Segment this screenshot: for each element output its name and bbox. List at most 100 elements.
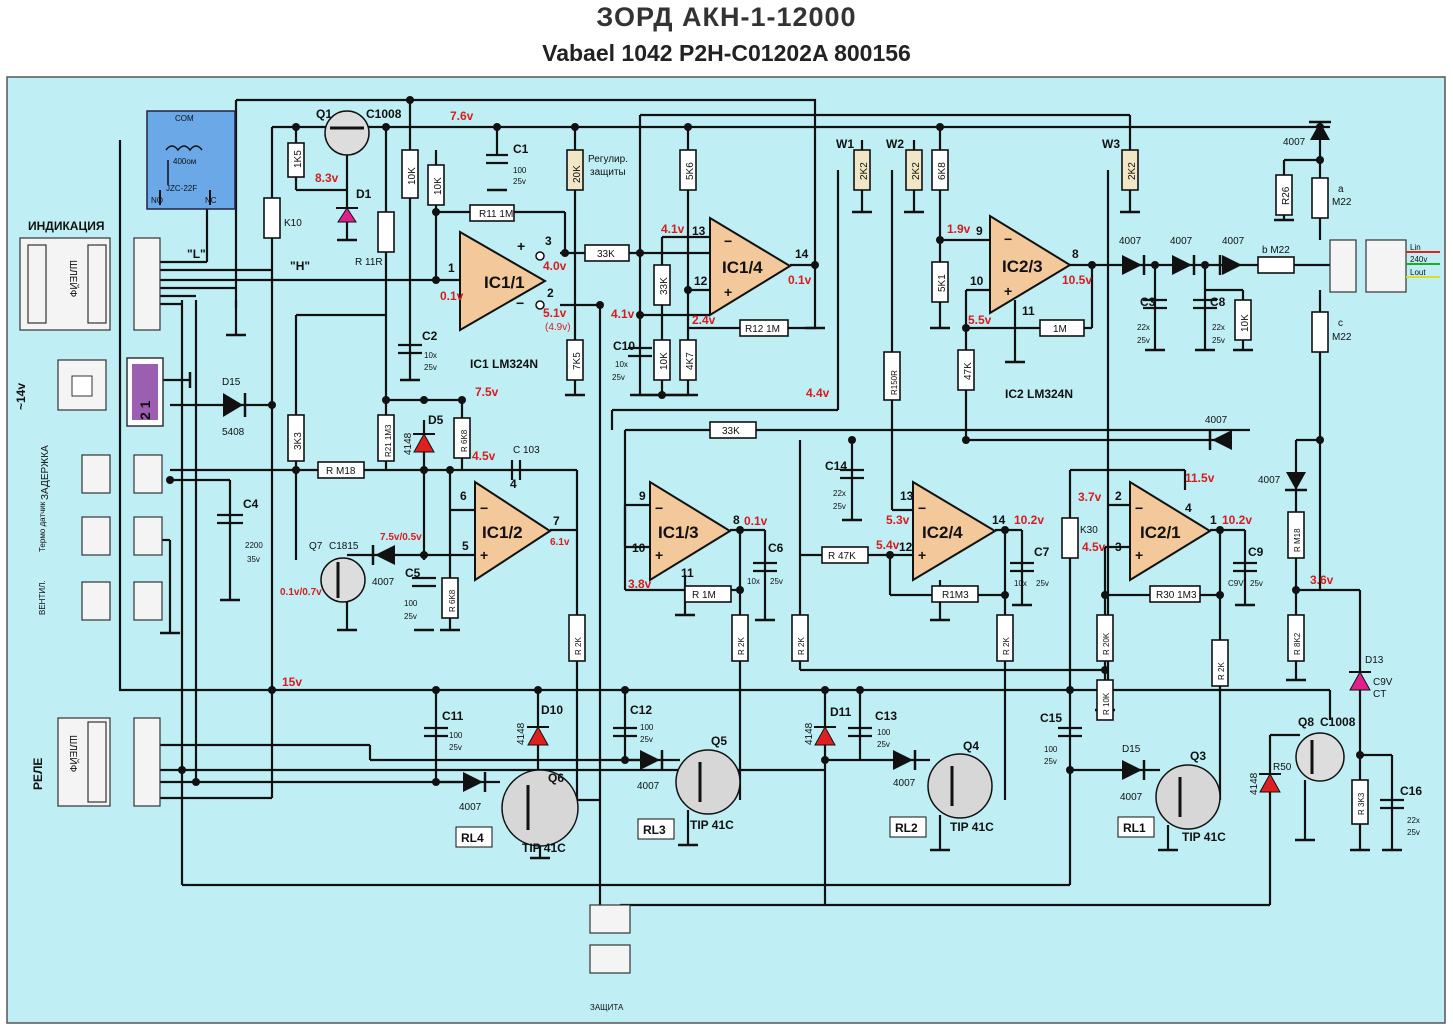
- svg-text:4007: 4007: [1205, 415, 1228, 426]
- svg-text:8: 8: [733, 513, 740, 527]
- svg-text:C5: C5: [405, 566, 421, 580]
- svg-text:TIP 41C: TIP 41C: [1182, 830, 1226, 844]
- svg-text:4.4v: 4.4v: [806, 386, 830, 400]
- connector-fan: ВЕНТИЛ.: [38, 580, 163, 621]
- svg-text:R12 1M: R12 1M: [745, 324, 780, 335]
- svg-text:R1M3: R1M3: [942, 590, 969, 601]
- opamp-ic2-3: IC2/3 −+: [989, 214, 1072, 315]
- svg-text:W2: W2: [886, 137, 904, 151]
- svg-text:4148: 4148: [516, 722, 527, 745]
- svg-text:1.9v: 1.9v: [947, 222, 971, 236]
- svg-text:D5: D5: [428, 413, 444, 427]
- rl2-label: RL2: [895, 821, 918, 835]
- svg-text:M22: M22: [1332, 197, 1352, 208]
- svg-text:R 2K: R 2K: [737, 637, 746, 655]
- svg-text:0.1v: 0.1v: [788, 273, 812, 287]
- svg-text:33K: 33K: [659, 277, 670, 295]
- opamp-ic1-3: IC1/3 −+: [649, 480, 732, 582]
- svg-text:C7: C7: [1034, 545, 1050, 559]
- svg-text:C11: C11: [442, 709, 464, 723]
- svg-text:25v: 25v: [612, 373, 625, 382]
- board-background: [6, 76, 1446, 1024]
- svg-text:10: 10: [632, 541, 646, 555]
- opamp-label: IC1/2: [482, 523, 523, 542]
- title-block: ЗОРД АКН-1-12000 Vabael 1042 P2H-C01202A…: [0, 0, 1453, 76]
- svg-text:10.2v: 10.2v: [1222, 513, 1252, 527]
- svg-text:4: 4: [510, 477, 517, 491]
- svg-text:11: 11: [681, 566, 694, 580]
- svg-text:4.0v: 4.0v: [543, 259, 567, 273]
- input-lout: Lout: [1410, 268, 1426, 277]
- page-title: ЗОРД АКН-1-12000: [596, 2, 857, 32]
- svg-text:R M18: R M18: [1293, 528, 1302, 552]
- svg-text:5K6: 5K6: [685, 162, 696, 180]
- svg-text:22x: 22x: [1212, 323, 1225, 332]
- svg-text:Q3: Q3: [1190, 749, 1206, 763]
- relay-no: NO: [151, 196, 163, 205]
- svg-text:3.6v: 3.6v: [1310, 573, 1334, 587]
- svg-text:10x: 10x: [615, 360, 628, 369]
- svg-text:100: 100: [513, 166, 527, 175]
- svg-text:7.5v/0.5v: 7.5v/0.5v: [380, 532, 422, 543]
- svg-text:IC2 LM324N: IC2 LM324N: [1005, 387, 1073, 401]
- svg-text:D15: D15: [222, 377, 241, 388]
- svg-text:10.5v: 10.5v: [1062, 273, 1092, 287]
- svg-text:8.3v: 8.3v: [315, 171, 339, 185]
- svg-text:47K: 47K: [963, 362, 974, 380]
- rl1-label: RL1: [1123, 821, 1146, 835]
- relay-nc: NC: [205, 196, 217, 205]
- svg-text:35v: 35v: [247, 555, 260, 564]
- protect-label: ЗАЩИТА: [590, 1003, 624, 1012]
- svg-text:Q8: Q8: [1298, 715, 1314, 729]
- svg-text:4007: 4007: [459, 802, 482, 813]
- svg-text:R 8K2: R 8K2: [1293, 632, 1302, 655]
- svg-text:33K: 33K: [597, 249, 615, 260]
- svg-text:C3: C3: [1140, 295, 1156, 309]
- relay-tags: RL1 RL2 RL3 RL4: [455, 816, 1155, 848]
- svg-text:R30 1M3: R30 1M3: [1156, 590, 1197, 601]
- transistors: [320, 110, 1345, 847]
- rl4-label: RL4: [461, 831, 484, 845]
- svg-text:Q1: Q1: [316, 107, 332, 121]
- svg-text:R 6K8: R 6K8: [460, 429, 469, 452]
- svg-text:10K: 10K: [433, 177, 444, 195]
- component-labels: Q1 C1008 1K5 D1 K10 10K 10K R 11R C1 100…: [187, 107, 1422, 855]
- svg-text:R 47K: R 47K: [828, 551, 856, 562]
- svg-text:C1815: C1815: [329, 541, 359, 552]
- svg-text:R150R: R150R: [890, 370, 899, 395]
- svg-text:C8: C8: [1210, 295, 1226, 309]
- svg-text:+: +: [724, 284, 732, 300]
- svg-text:5408: 5408: [222, 427, 245, 438]
- svg-text:2K2: 2K2: [911, 162, 922, 180]
- svg-text:3K3: 3K3: [293, 432, 304, 450]
- svg-text:D13: D13: [1365, 655, 1384, 666]
- svg-text:C 103: C 103: [513, 445, 540, 456]
- svg-text:D11: D11: [830, 705, 852, 719]
- svg-text:7.5v: 7.5v: [475, 385, 499, 399]
- svg-text:10x: 10x: [747, 577, 760, 586]
- svg-text:11.5v: 11.5v: [1185, 471, 1215, 485]
- input-lin: Lin: [1410, 243, 1421, 252]
- svg-text:4007: 4007: [1170, 236, 1193, 247]
- connector-protect: ЗАЩИТА: [589, 904, 631, 1012]
- svg-text:R M18: R M18: [326, 466, 356, 477]
- svg-text:7K5: 7K5: [572, 352, 583, 370]
- svg-text:4: 4: [1185, 501, 1192, 515]
- diodes: [223, 120, 1371, 793]
- svg-text:14: 14: [795, 247, 809, 261]
- svg-text:13: 13: [692, 224, 706, 238]
- relay-label: РЕЛЕ: [31, 758, 45, 790]
- svg-text:C1008: C1008: [1320, 715, 1356, 729]
- svg-text:+: +: [1135, 547, 1143, 563]
- svg-text:10.2v: 10.2v: [1014, 513, 1044, 527]
- svg-text:25v: 25v: [640, 735, 653, 744]
- svg-text:22x: 22x: [833, 489, 846, 498]
- ground-symbols: [160, 188, 1402, 860]
- svg-text:R 6K8: R 6K8: [448, 589, 457, 612]
- svg-text:25v: 25v: [1044, 757, 1057, 766]
- opamp-label: IC1/3: [658, 523, 699, 542]
- svg-text:5.3v: 5.3v: [886, 513, 910, 527]
- svg-text:25v: 25v: [404, 612, 417, 621]
- svg-text:a: a: [1338, 184, 1344, 195]
- svg-text:C12: C12: [630, 703, 652, 717]
